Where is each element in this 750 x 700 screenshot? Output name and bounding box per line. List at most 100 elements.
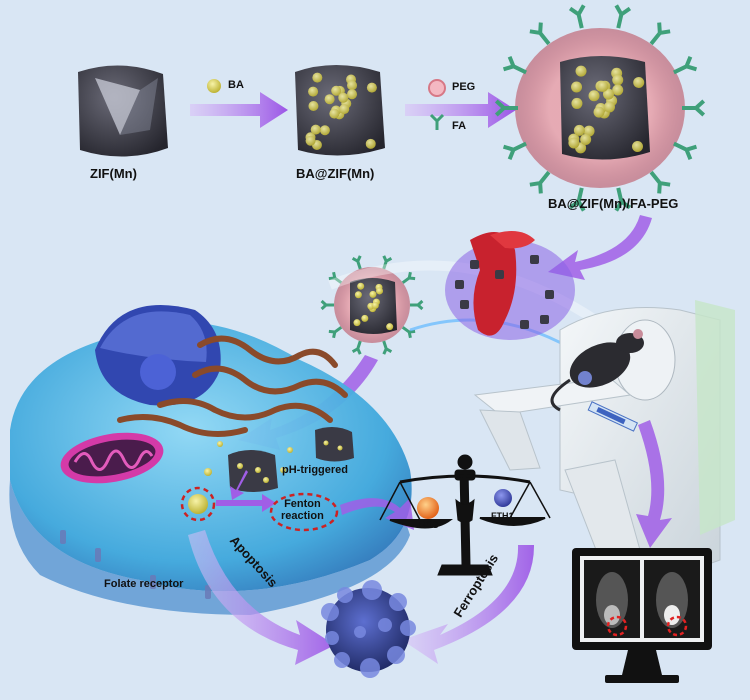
ba-molecule: [338, 92, 349, 103]
accumulated-particle: [495, 270, 504, 279]
fa-ligand: [568, 4, 586, 29]
ba-molecule: [583, 125, 595, 137]
degraded-particle: [228, 450, 278, 492]
fa-ligand: [529, 170, 551, 194]
membrane-bleb: [325, 631, 339, 645]
ba-molecule: [366, 82, 377, 93]
membrane-bleb: [337, 587, 353, 603]
fa-ligand: [351, 340, 362, 355]
mri-scanner: [473, 300, 735, 586]
ferroptosis-arrow: [402, 545, 535, 664]
fa-ligand: [673, 55, 698, 75]
accumulated-particle: [470, 260, 479, 269]
ba-molecule: [386, 323, 394, 331]
ba-molecule: [369, 290, 377, 298]
ba-molecule: [612, 74, 624, 86]
ba-molecule: [354, 291, 362, 299]
fa-ligand: [649, 170, 671, 194]
cell-ros-marker: [180, 486, 216, 522]
accumulated-particle: [545, 290, 554, 299]
fa-ligand: [410, 299, 424, 311]
ba-molecule: [357, 282, 365, 290]
ba-molecule: [571, 81, 583, 93]
label-fenton-reaction: Fenton reaction: [281, 498, 324, 522]
fa-ligand: [401, 271, 416, 284]
release-arrow: [230, 470, 248, 500]
targeted-nanoparticle: [320, 255, 424, 355]
synthesis-arrow-2: [405, 92, 516, 128]
mouse: [550, 329, 644, 412]
tumor-tissue: [445, 231, 575, 340]
accumulated-particle: [540, 315, 549, 324]
apoptosis-arrow: [188, 530, 335, 665]
label-peg: PEG: [452, 81, 476, 93]
label-fth1: FTH1: [491, 511, 514, 521]
ba-molecule: [305, 135, 316, 146]
delivery-arrow: [548, 215, 652, 280]
ba-molecule: [588, 90, 600, 102]
degraded-particle-2: [315, 426, 354, 462]
accumulated-particle: [455, 280, 464, 289]
fa-ligand: [673, 141, 698, 161]
ba-molecule: [308, 100, 319, 111]
fa-ligand: [494, 99, 518, 117]
ba-molecule: [612, 84, 624, 96]
ba-molecule: [602, 88, 614, 100]
synthesis-arrow-1: [190, 92, 288, 128]
peg-legend-icon: [428, 79, 446, 97]
fa-legend-icon: [429, 113, 445, 130]
ba-molecule: [631, 141, 643, 153]
fa-ligand: [320, 299, 334, 311]
ba-molecule: [568, 137, 580, 149]
ba-zif-mn-particle: [295, 65, 385, 156]
membrane-bleb: [321, 603, 339, 621]
membrane-bleb: [400, 620, 416, 636]
ba-molecule: [365, 138, 376, 149]
ba-molecule: [339, 104, 350, 115]
ba-molecule: [310, 124, 321, 135]
membrane-bleb: [362, 580, 382, 600]
label-zif-mn: ZIF(Mn): [90, 166, 137, 181]
membrane-bleb: [360, 658, 380, 678]
fa-ligand: [382, 340, 393, 355]
label-folate-receptor: Folate receptor: [104, 578, 184, 590]
ba-molecule: [371, 301, 379, 309]
fa-ligand: [502, 55, 527, 75]
ba-molecule: [580, 133, 592, 145]
accumulated-particle: [460, 300, 469, 309]
ba-molecule: [633, 77, 645, 89]
ba-molecule: [331, 85, 342, 96]
imaging-arrow: [636, 420, 672, 548]
ba-molecule: [353, 319, 361, 327]
ba-molecule: [593, 106, 605, 118]
fenton-arrow: [216, 494, 276, 512]
ros-ball: [417, 497, 439, 519]
label-fa: FA: [452, 120, 467, 132]
fa-ligand: [614, 4, 632, 29]
membrane-bleb: [334, 652, 350, 668]
membrane-bleb: [387, 646, 405, 664]
fa-ligand: [328, 271, 343, 284]
ba-molecule: [312, 72, 323, 83]
label-ph-triggered: pH-triggered: [282, 464, 348, 476]
fa-ligand: [568, 187, 586, 212]
ba-molecule: [575, 65, 587, 77]
mitochondrion: [60, 432, 164, 484]
fa-ligand: [529, 22, 551, 46]
fa-ligand: [614, 187, 632, 212]
syringe-icon: [587, 401, 639, 432]
fa-ligand: [351, 255, 362, 270]
label-ba: BA: [228, 79, 244, 91]
ba-molecule: [573, 124, 585, 136]
fa-ligand: [649, 22, 671, 46]
ba-molecule: [361, 314, 369, 322]
ba-molecule: [324, 94, 335, 105]
ba-molecule: [308, 86, 319, 97]
membrane-bleb: [389, 593, 407, 611]
cancer-cell: [9, 322, 412, 615]
fa-ligand: [382, 255, 393, 270]
mri-monitor: [572, 548, 712, 683]
ba-molecule: [597, 80, 609, 92]
zif-mn-particle: [78, 65, 168, 157]
